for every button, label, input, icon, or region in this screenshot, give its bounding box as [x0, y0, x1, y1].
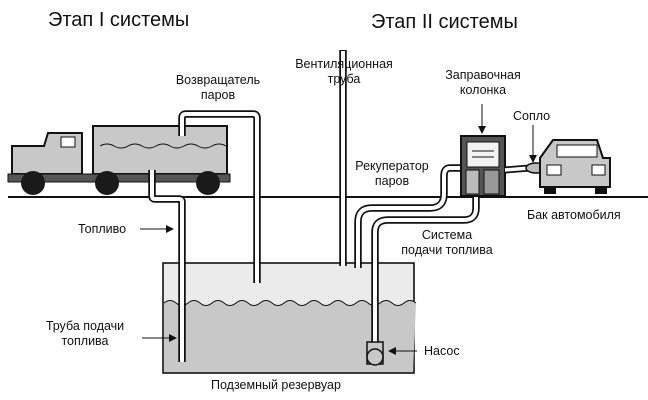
label-nozzle: Сопло	[513, 109, 551, 123]
label-pump: Насос	[424, 344, 460, 358]
label-fuel-supply-pipe: Труба подачи топлива	[45, 319, 125, 348]
label-fuel-supply-system: Система подачи топлива	[401, 228, 493, 257]
label-vapor-returner: Возвращатель паров	[175, 73, 261, 102]
label-fuel: Топливо	[78, 222, 127, 236]
label-vapor-recovery: Рекуператор паров	[355, 159, 429, 188]
label-fuel-dispenser: Заправочная колонка	[445, 68, 521, 97]
truck-tank-body	[92, 125, 228, 175]
tank-liquid	[164, 300, 416, 372]
tanker-truck	[7, 125, 231, 195]
truck-wheel	[196, 171, 220, 195]
label-vent-pipe: Вентиляционная труба	[295, 57, 393, 86]
stage2-title: Этап II системы	[371, 11, 518, 33]
car	[539, 139, 611, 194]
truck-wheel	[95, 171, 119, 195]
fuel-dispenser	[460, 135, 506, 197]
truck-wheel	[21, 171, 45, 195]
label-car-tank: Бак автомобиля	[527, 208, 621, 222]
label-underground-tank: Подземный резервуар	[211, 378, 341, 392]
stage1-title: Этап I системы	[48, 9, 190, 31]
